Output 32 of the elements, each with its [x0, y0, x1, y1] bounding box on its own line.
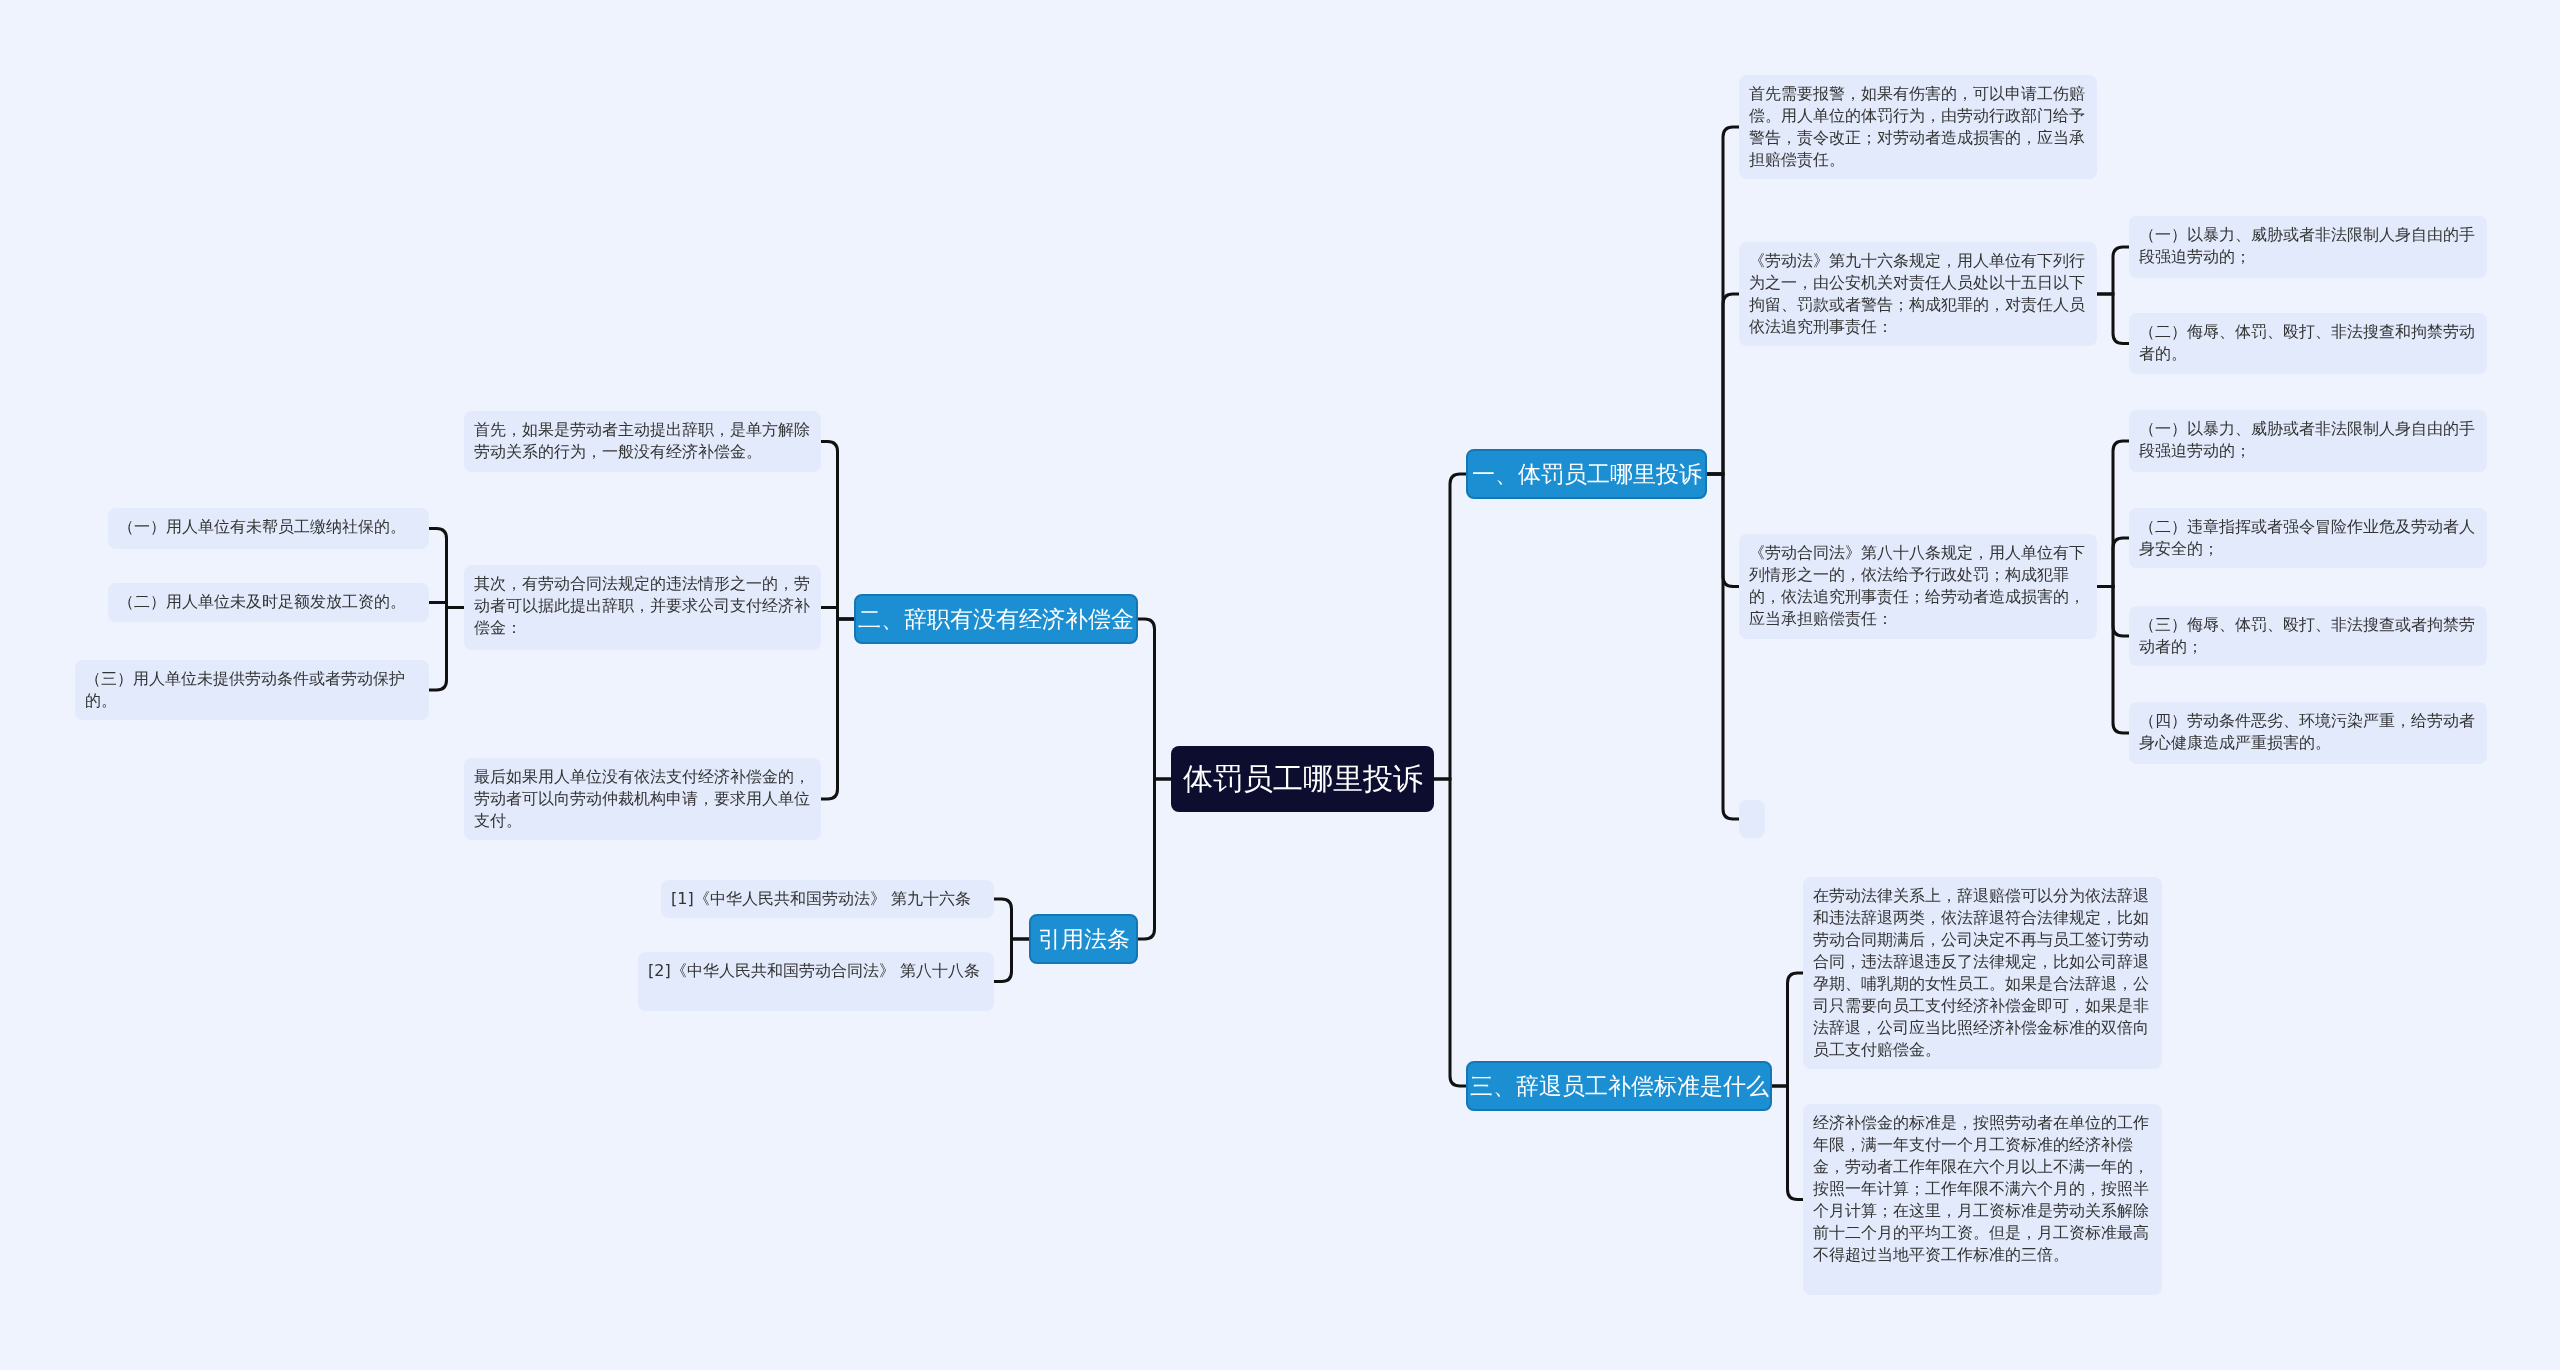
topic-box: 引用法条: [1029, 914, 1138, 964]
topic-box: 三、辞退员工补偿标准是什么: [1466, 1061, 1772, 1111]
note-box: 在劳动法律关系上，辞退赔偿可以分为依法辞退和违法辞退两类，依法辞退符合法律规定，比如劳动合同期满后，公司决定不再与员工签订劳动合同，违法辞退违反了法律规定，比如公司辞退孕期、哺乳期的女性员工。如果是合法辞退，公司只需要向员工支付经济补偿金即可，如果是非法辞退，公司应当比照经济补偿金标准的双倍向员工支付赔偿金。: [1803, 877, 2162, 1069]
note-box: 首先需要报警，如果有伤害的，可以申请工伤赔偿。用人单位的体罚行为，由劳动行政部门给予警告，责令改正；对劳动者造成损害的，应当承担赔偿责任。: [1739, 75, 2097, 179]
note-box: （二）侮辱、体罚、殴打、非法搜查和拘禁劳动者的。: [2129, 313, 2487, 374]
connector-line: [2097, 585, 2129, 735]
note-box: 《劳动法》第九十六条规定，用人单位有下列行为之一，由公安机关对责任人员处以十五日以下拘留、罚款或者警告；构成犯罪的，对责任人员依法追究刑事责任：: [1739, 242, 2097, 346]
note-box: （四）劳动条件恶劣、环境污染严重，给劳动者身心健康造成严重损害的。: [2129, 702, 2487, 764]
note-box: （一）以暴力、威胁或者非法限制人身自由的手段强迫劳动的；: [2129, 216, 2487, 278]
note-box: （二）违章指挥或者强令冒险作业危及劳动者人身安全的；: [2129, 508, 2487, 568]
connector-line: [1434, 777, 1466, 1088]
note-box: （一）以暴力、威胁或者非法限制人身自由的手段强迫劳动的；: [2129, 410, 2487, 472]
note-box: 首先，如果是劳动者主动提出辞职，是单方解除劳动关系的行为，一般没有经济补偿金。: [464, 411, 821, 472]
note-box: （三）侮辱、体罚、殴打、非法搜查或者拘禁劳动者的；: [2129, 606, 2487, 666]
empty-box: [1739, 800, 1765, 838]
root-topic-box: 体罚员工哪里投诉: [1171, 746, 1434, 812]
topic-box: 一、体罚员工哪里投诉: [1466, 449, 1707, 499]
note-box: 其次，有劳动合同法规定的违法情形之一的，劳动者可以据此提出辞职，并要求公司支付经济补偿金：: [464, 565, 821, 650]
note-box: 经济补偿金的标准是，按照劳动者在单位的工作年限，满一年支付一个月工资标准的经济补偿金，劳动者工作年限在六个月以上不满一年的，按照一年计算；工作年限不满六个月的，按照半个月计算；在这里，月工资标准是劳动关系解除前十二个月的平均工资。但是，月工资标准最高不得超过当地平资工作标准的三倍。: [1803, 1104, 2162, 1295]
note-box: （三）用人单位未提供劳动条件或者劳动保护的。: [75, 660, 429, 720]
note-box: （一）用人单位有未帮员工缴纳社保的。: [108, 508, 429, 549]
note-box: [2]《中华人民共和国劳动合同法》 第八十八条: [638, 952, 994, 1011]
note-box: 最后如果用人单位没有依法支付经济补偿金的，劳动者可以向劳动仲裁机构申请，要求用人单位支付。: [464, 758, 821, 840]
connector-line: [2097, 292, 2129, 345]
note-box: 《劳动合同法》第八十八条规定，用人单位有下列情形之一的，依法给予行政处罚；构成犯罪的，依法追究刑事责任；给劳动者造成损害的，应当承担赔偿责任：: [1739, 534, 2097, 639]
connector-line: [429, 606, 464, 692]
connector-line: [1138, 777, 1171, 941]
topic-box: 二、辞职有没有经济补偿金: [854, 594, 1138, 644]
note-box: [1]《中华人民共和国劳动法》 第九十六条: [661, 880, 994, 918]
connector-line: [994, 937, 1029, 983]
connector-line: [821, 617, 854, 801]
note-box: （二）用人单位未及时足额发放工资的。: [108, 583, 429, 622]
